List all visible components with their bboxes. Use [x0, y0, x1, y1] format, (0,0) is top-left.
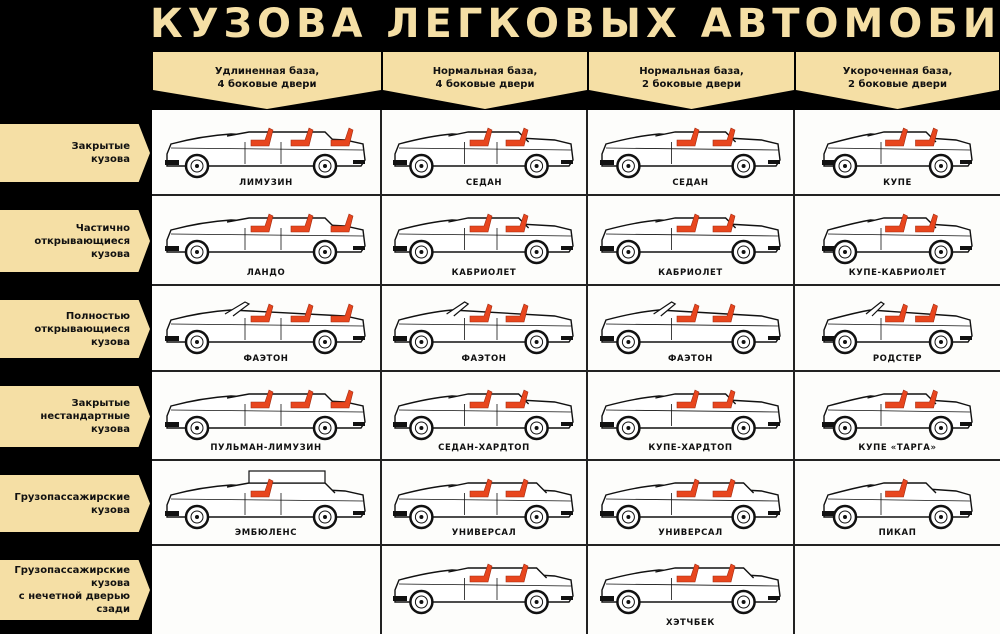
body-type-label: КУПЕ «ТАРГА» — [858, 443, 937, 453]
column-header-1: Удлиненная база, 4 боковые двери — [152, 52, 382, 110]
arrow-down-banner-icon — [383, 52, 587, 109]
row-header-6: Грузопассажирские кузова с нечетной двер… — [0, 560, 152, 620]
arrow-down-banner-icon — [153, 52, 381, 109]
body-type-label: СЕДАН-ХАРДТОП — [438, 443, 530, 453]
body-type-label: ФАЭТОН — [243, 354, 289, 364]
body-type-cell: ЛИМУЗИН — [152, 110, 382, 196]
body-type-label: КАБРИОЛЕТ — [658, 268, 723, 278]
body-type-label: ЛАНДО — [246, 268, 286, 278]
arrow-right-banner-icon — [0, 210, 150, 272]
poster-title: КУЗОВА ЛЕГКОВЫХ АВТОМОБИЛЕЙ — [150, 1, 1000, 47]
body-type-cell: КУПЕ «ТАРГА» — [795, 372, 1000, 461]
body-type-label: ЭМБЮЛЕНС — [234, 528, 298, 538]
row-header-label: Частично открывающиеся кузова — [34, 222, 130, 260]
body-type-cell — [795, 546, 1000, 634]
arrow-right-banner-icon — [0, 300, 150, 358]
column-header-2: Нормальная база, 4 боковые двери — [382, 52, 588, 110]
row-header-3: Полностью открывающиеся кузова — [0, 300, 152, 358]
body-type-label: ПИКАП — [878, 528, 917, 538]
body-type-cell: КАБРИОЛЕТ — [382, 196, 588, 286]
arrow-right-banner-icon — [0, 475, 150, 532]
body-type-label: СЕДАН — [465, 178, 503, 188]
column-header-label: Удлиненная база, 4 боковые двери — [214, 66, 320, 90]
row-header-5: Грузопассажирские кузова — [0, 475, 152, 532]
body-type-label: ХЭТЧБЕК — [666, 618, 715, 628]
body-type-label: СЕДАН — [672, 178, 709, 188]
arrow-right-banner-icon — [0, 386, 150, 447]
arrow-down-banner-icon — [589, 52, 794, 109]
body-type-label: ФАЭТОН — [461, 354, 507, 364]
body-type-label: ФАЭТОН — [668, 354, 713, 364]
column-header-label: Нормальная база, 4 боковые двери — [432, 66, 538, 90]
body-type-label: УНИВЕРСАЛ — [658, 528, 723, 538]
body-type-cell: СЕДАН — [588, 110, 795, 196]
row-header-2: Частично открывающиеся кузова — [0, 210, 152, 272]
arrow-right-banner-icon — [0, 560, 150, 620]
body-type-cell: ХЭТЧБЕК — [588, 546, 795, 634]
row-header-4: Закрытые нестандартные кузова — [0, 386, 152, 447]
body-type-cell: СЕДАН — [382, 110, 588, 196]
arrow-right-banner-icon — [0, 124, 150, 182]
body-type-cell: ФАЭТОН — [588, 286, 795, 372]
body-type-cell: ФАЭТОН — [152, 286, 382, 372]
row-header-1: Закрытые кузова — [0, 124, 152, 182]
row-header-label: Полностью открывающиеся кузова — [34, 310, 130, 348]
body-type-cell — [152, 546, 382, 634]
body-type-cell: КУПЕ-КАБРИОЛЕТ — [795, 196, 1000, 286]
body-type-grid: ЛИМУЗИН СЕДАН СЕДАН КУПЕ ЛАНДО КАБРИОЛЕТ КАБРИ… — [152, 110, 1000, 634]
body-type-cell: ПУЛЬМАН-ЛИМУЗИН — [152, 372, 382, 461]
body-type-cell: КАБРИОЛЕТ — [588, 196, 795, 286]
body-type-cell: УНИВЕРСАЛ — [382, 461, 588, 546]
body-type-cell: ЛАНДО — [152, 196, 382, 286]
body-type-cell: УНИВЕРСАЛ — [588, 461, 795, 546]
column-header-3: Нормальная база, 2 боковые двери — [588, 52, 795, 110]
body-type-label: КУПЕ — [883, 178, 912, 188]
arrow-down-banner-icon — [796, 52, 999, 109]
column-header-label: Укороченная база, 2 боковые двери — [842, 66, 953, 90]
body-type-label: ПУЛЬМАН-ЛИМУЗИН — [210, 443, 322, 453]
body-type-label: КАБРИОЛЕТ — [451, 268, 517, 278]
body-type-cell: КУПЕ-ХАРДТОП — [588, 372, 795, 461]
row-header-label: Закрытые нестандартные кузова — [40, 398, 130, 435]
body-type-label: ЛИМУЗИН — [239, 178, 293, 188]
body-type-cell: ПИКАП — [795, 461, 1000, 546]
row-header-label: Грузопассажирские кузова — [14, 491, 130, 516]
body-type-cell: СЕДАН-ХАРДТОП — [382, 372, 588, 461]
body-type-label: УНИВЕРСАЛ — [451, 528, 517, 538]
body-type-label: КУПЕ-ХАРДТОП — [648, 443, 733, 453]
row-header-label: Закрытые кузова — [71, 141, 130, 165]
body-type-label: РОДСТЕР — [872, 354, 923, 364]
column-header-4: Укороченная база, 2 боковые двери — [795, 52, 1000, 110]
body-type-cell — [382, 546, 588, 634]
column-header-label: Нормальная база, 2 боковые двери — [639, 66, 744, 90]
body-type-cell: РОДСТЕР — [795, 286, 1000, 372]
row-header-label: Грузопассажирские кузова с нечетной двер… — [14, 565, 130, 615]
body-type-cell: ФАЭТОН — [382, 286, 588, 372]
body-type-cell: ЭМБЮЛЕНС — [152, 461, 382, 546]
body-type-cell: КУПЕ — [795, 110, 1000, 196]
body-type-label: КУПЕ-КАБРИОЛЕТ — [848, 268, 947, 278]
